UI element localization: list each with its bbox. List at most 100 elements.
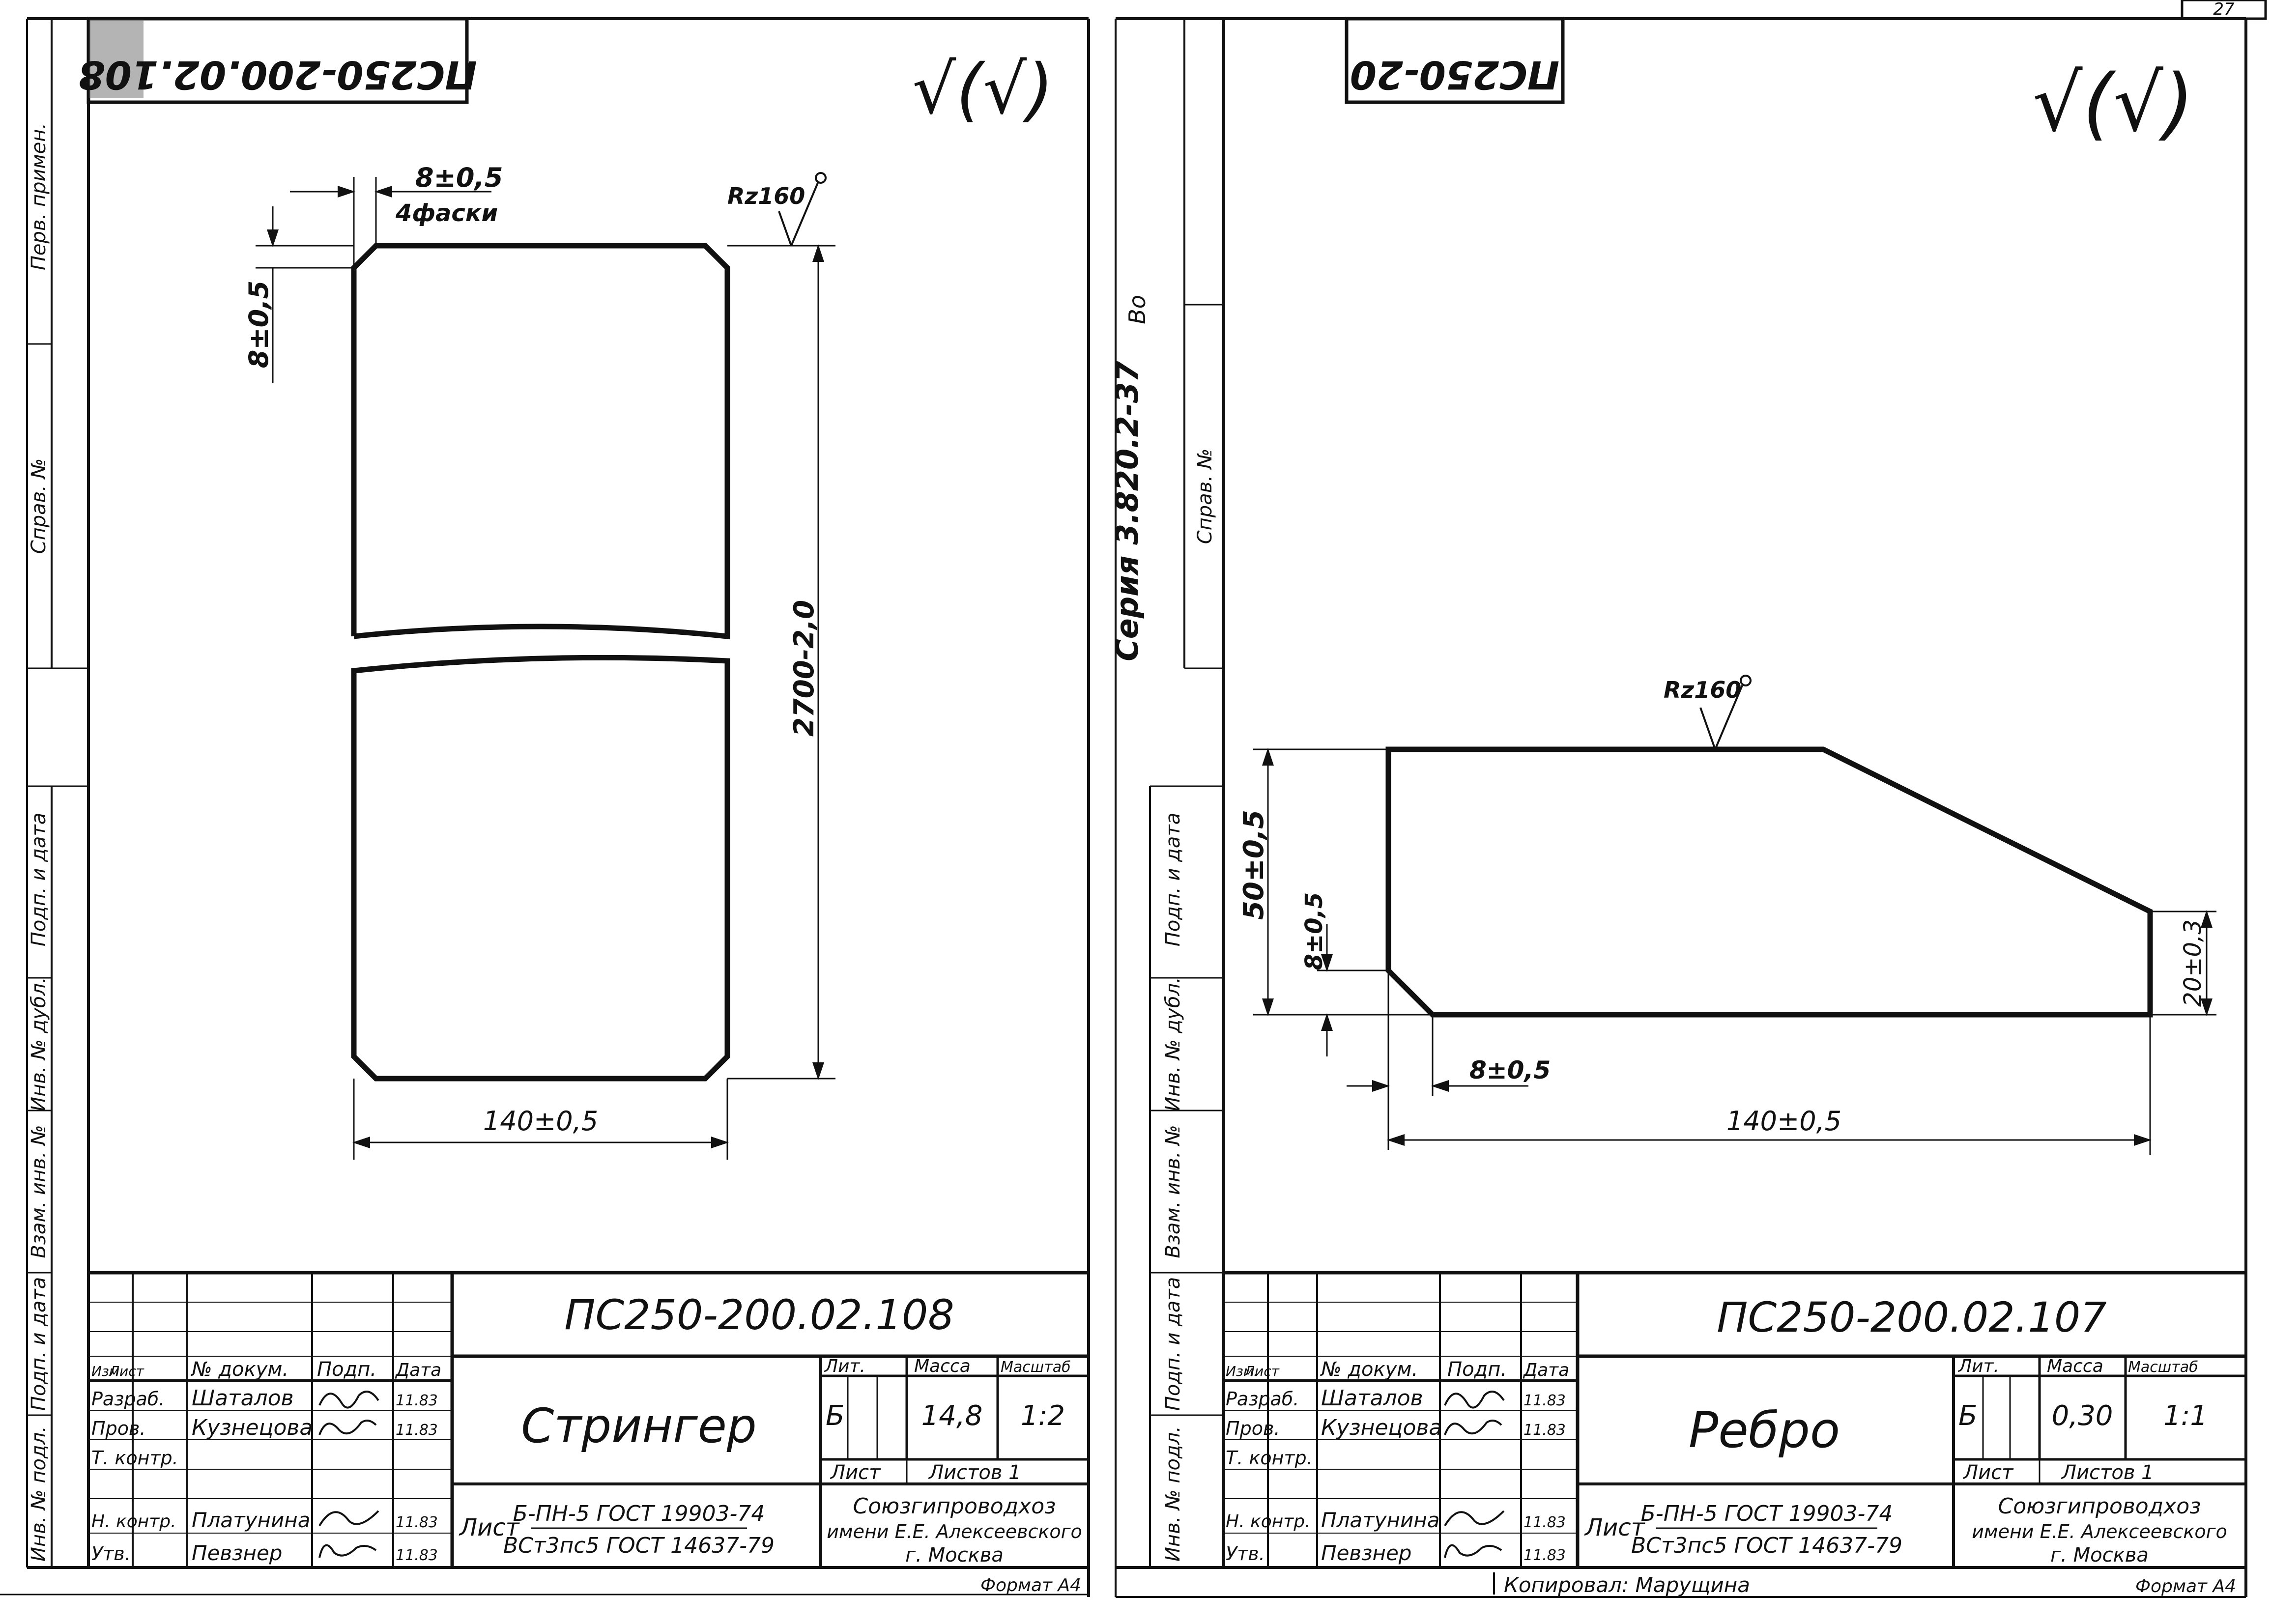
sheet-number: 27: [2213, 0, 2235, 19]
right-stamp-box: [1345, 17, 1565, 104]
right-sheet-label: Лист: [1962, 1461, 2014, 1484]
right-tb-header-izm: Изм.: [1226, 1363, 1258, 1379]
right-side-label-vzam-inv: Взам. инв. №: [1162, 1125, 1184, 1258]
right-designation: ПС250-200.02.107: [1717, 1293, 2106, 1341]
left-mass-value: 14,8: [921, 1400, 983, 1432]
left-signature-2: [318, 1420, 377, 1435]
left-mass-label: Масса: [914, 1356, 971, 1376]
left-tb-name-4: Платунина: [192, 1508, 310, 1532]
right-format-label: Формат А4: [2135, 1576, 2236, 1596]
left-tb-date-1: 11.83: [396, 1422, 438, 1439]
left-material-line2: ВСт3пс5 ГОСТ 14637-79: [503, 1533, 775, 1558]
right-tb-name-0: Шаталов: [1321, 1386, 1423, 1411]
left-stamp-box: [86, 17, 469, 104]
left-signature-3: [318, 1510, 379, 1527]
right-tb-date-0: 11.83: [1524, 1392, 1566, 1409]
right-side-label-sprav: Справ. №: [1194, 449, 1216, 544]
right-signature-4: [1444, 1544, 1502, 1558]
left-tb-header-podp: Подп.: [317, 1358, 376, 1381]
rib-chamfer-vertical-label: 8±0,5: [1300, 892, 1328, 970]
left-tb-date-4: 11.83: [396, 1514, 438, 1531]
right-signature-2: [1444, 1420, 1502, 1435]
side-label-inv-podl: Инв. № подл.: [28, 1426, 50, 1562]
left-stamp-text: ПС250-200.02.108: [78, 52, 477, 96]
right-stamp-text: ПС250-20: [1350, 52, 1559, 96]
left-tb-header-dokum: № докум.: [191, 1358, 288, 1381]
width-label: 140±0,5: [483, 1106, 598, 1137]
right-tb-role-4: Н. контр.: [1226, 1511, 1311, 1532]
right-material-label: Лист: [1584, 1514, 1646, 1541]
right-tb-header-podp: Подп.: [1447, 1358, 1507, 1381]
left-sheets-label: Листов 1: [928, 1461, 1021, 1484]
left-signature-1: [318, 1391, 379, 1409]
right-tb-header-list: Лист: [1244, 1363, 1280, 1379]
copied-by-label: Копировал: Марущина: [1504, 1573, 1750, 1597]
right-org-line2: имени Е.Е. Алексеевского: [1972, 1521, 2227, 1542]
right-lit-value: Б: [1958, 1400, 1977, 1432]
right-tb-role-2: Т. контр.: [1226, 1447, 1313, 1469]
right-tb-name-5: Певзнер: [1321, 1541, 1411, 1565]
right-scale-label: Масштаб: [2128, 1359, 2198, 1376]
left-org-line3: г. Москва: [905, 1544, 1004, 1567]
rib-outline: [1385, 746, 2153, 1018]
left-tb-header-data: Дата: [395, 1360, 441, 1380]
left-sheet: Перв. примен. Справ. № Подп. и дата Инв.…: [0, 17, 1090, 1597]
rib-chamfer-horizontal-label: 8±0,5: [1469, 1056, 1551, 1084]
right-tb-date-4: 11.83: [1524, 1514, 1566, 1531]
left-tb-role-4: Н. контр.: [91, 1511, 176, 1532]
right-tb-role-0: Разраб.: [1226, 1388, 1299, 1410]
left-roughness-symbol: √(√): [912, 50, 1054, 130]
left-tb-role-5: Утв.: [91, 1543, 131, 1565]
left-tb-role-1: Пров.: [91, 1418, 145, 1439]
right-org-line3: г. Москва: [2050, 1544, 2149, 1567]
series-sheet: Во: [1124, 295, 1150, 324]
right-mass-label: Масса: [2047, 1356, 2103, 1376]
chamfer-size-label: 8±0,5: [415, 162, 503, 193]
left-signature-4: [318, 1544, 377, 1558]
right-tb-header-data: Дата: [1523, 1360, 1569, 1380]
left-title-block: [88, 1271, 1089, 1567]
left-tb-date-0: 11.83: [396, 1392, 438, 1409]
right-tb-date-1: 11.83: [1524, 1422, 1566, 1439]
right-material-line2: ВСт3пс5 ГОСТ 14637-79: [1631, 1533, 1902, 1558]
side-label-vzam-inv: Взам. инв. №: [28, 1125, 50, 1258]
left-tb-role-0: Разраб.: [91, 1388, 165, 1410]
left-rz-label: Rz160: [727, 183, 805, 209]
stringer-upper-outline: [351, 243, 730, 640]
left-sheet-label: Лист: [830, 1461, 881, 1484]
right-tb-header-dokum: № докум.: [1320, 1358, 1418, 1381]
left-scale-value: 1:2: [1021, 1400, 1065, 1432]
side-label-sprav: Справ. №: [28, 458, 50, 554]
left-format-label: Формат А4: [980, 1575, 1081, 1596]
left-designation: ПС250-200.02.108: [564, 1291, 954, 1339]
stringer-lower-outline: [351, 655, 730, 1082]
right-material-line1: Б-ПН-5 ГОСТ 19903-74: [1641, 1501, 1893, 1526]
right-signature-1: [1444, 1391, 1505, 1409]
left-material-label: Лист: [459, 1514, 520, 1541]
left-part-name: Стрингер: [521, 1398, 756, 1453]
right-lit-label: Лит.: [1957, 1356, 1999, 1376]
left-org-line1: Союзгипроводхоз: [853, 1494, 1056, 1519]
left-tb-header-izm: Изм.: [91, 1363, 124, 1379]
left-material-line1: Б-ПН-5 ГОСТ 19903-74: [513, 1501, 765, 1526]
left-stamp-smudge: [89, 20, 144, 98]
right-mass-value: 0,30: [2052, 1400, 2113, 1432]
right-scale-value: 1:1: [2163, 1400, 2208, 1432]
right-org-line1: Союзгипроводхоз: [1998, 1494, 2201, 1519]
left-tb-role-2: Т. контр.: [91, 1447, 178, 1469]
left-scale-label: Масштаб: [1001, 1359, 1071, 1376]
length-label: 2700-2,0: [788, 600, 820, 737]
left-lit-value: Б: [826, 1400, 844, 1432]
left-tb-date-5: 11.83: [396, 1547, 438, 1564]
side-label-perv-primen: Перв. примен.: [28, 123, 50, 270]
right-side-label-podp-data-1: Подп. и дата: [1162, 813, 1184, 946]
right-rz-label: Rz160: [1664, 677, 1741, 703]
rib-width-label: 140±0,5: [1726, 1106, 1841, 1137]
right-sheet: Серия 3.820.2-37 Во Справ. № Подп. и дат…: [1109, 17, 2247, 1598]
right-side-label-inv-dubl: Инв. № дубл.: [1162, 977, 1184, 1111]
right-sheets-label: Листов 1: [2061, 1461, 2154, 1484]
left-tb-name-0: Шаталов: [192, 1386, 294, 1411]
right-side-label-podp-data-2: Подп. и дата: [1162, 1277, 1184, 1411]
right-tb-role-1: Пров.: [1226, 1418, 1280, 1439]
